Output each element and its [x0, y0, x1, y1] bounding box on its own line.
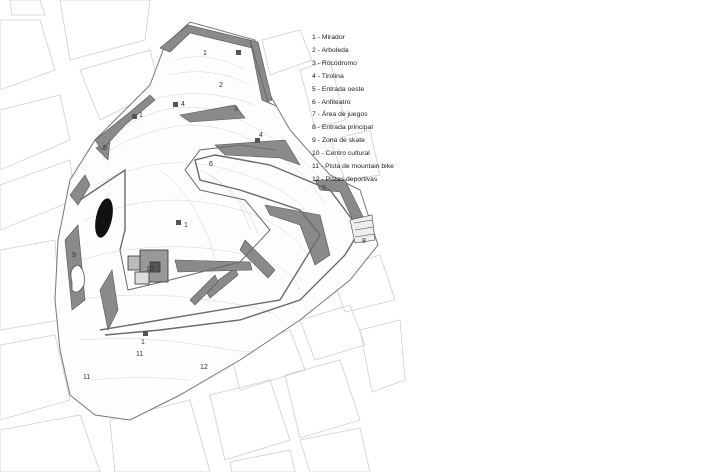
legend-item-number: 8	[312, 124, 316, 132]
label-anfiteatro: 6	[209, 161, 213, 168]
legend-item-number: 4	[312, 72, 316, 80]
main-path	[79, 154, 361, 336]
legend-item-number: 3	[312, 59, 316, 67]
legend-item-label: Arboleda	[321, 46, 349, 54]
label-mirador-top: 1	[203, 50, 207, 57]
legend-item: 8 - Entrada principal	[312, 122, 394, 135]
legend-item-label: Zona de skate	[321, 137, 365, 145]
legend-item-number: 5	[312, 85, 316, 93]
label-tirolina-a: 4	[181, 101, 185, 108]
legend-separator: -	[319, 150, 326, 158]
legend-item: 11 - Pista de mountain bike	[312, 161, 394, 174]
inner-path	[119, 144, 276, 291]
legend-item-label: Mirador	[321, 34, 345, 41]
legend-separator: -	[315, 111, 322, 119]
legend-item: 3 - Rocódromo	[312, 58, 394, 71]
legend-separator: -	[315, 124, 322, 132]
viewpoint-markers	[132, 50, 260, 336]
legend-item: 7 - Área de juegos	[312, 109, 394, 122]
legend-item-label: Pista de mountain bike	[325, 163, 394, 171]
legend-separator: -	[315, 85, 322, 93]
legend-item: 2 - Arboleda	[312, 45, 394, 58]
label-arboleda: 2	[219, 82, 223, 89]
legend-separator: -	[315, 98, 322, 106]
legend-item: 10 - Centro cultural	[312, 148, 394, 161]
legend-separator: -	[315, 34, 322, 41]
legend-item-label: Centro cultural	[325, 150, 370, 158]
label-centro-cultural: 10	[146, 266, 154, 273]
legend-item-label: Rocódromo	[321, 59, 357, 67]
park-site-plan-map: 1 1 1 1 2 3 3 4 4 5 6 8 9 10 11 11 12	[0, 0, 406, 472]
legend-item-label: Pistas deportivas	[325, 175, 378, 183]
label-mountain-bike-a: 11	[136, 351, 143, 358]
legend-item: 9 - Zona de skate	[312, 135, 394, 148]
legend-item: 6 - Anfiteatro	[312, 97, 394, 110]
map-number-labels: 1 1 1 1 2 3 3 4 4 5 6 8 9 10 11 11 12	[72, 50, 366, 381]
label-tirolina-b: 4	[259, 132, 263, 139]
legend-separator: -	[319, 163, 326, 171]
legend-item-number: 7	[312, 111, 316, 119]
label-mirador-left: 1	[139, 112, 143, 119]
park-boundary	[54, 21, 379, 421]
label-zona-skate: 9	[72, 252, 76, 259]
label-mountain-bike-b: 11	[83, 374, 90, 381]
legend-item-number: 2	[312, 46, 316, 54]
legend-item-label: Área de juegos	[321, 111, 368, 119]
skate-area	[70, 264, 85, 293]
legend-item: 5 - Entrada oeste	[312, 84, 394, 97]
label-pistas-deportivas: 12	[200, 364, 208, 371]
label-rocodromo-a: 3	[234, 106, 238, 113]
legend-item-number: 12	[312, 175, 320, 183]
label-mirador-center: 1	[184, 222, 188, 229]
label-entrada-oeste: 5	[103, 145, 107, 152]
legend-item: 1 - Mirador	[312, 32, 394, 45]
label-entrada-principal: 8	[362, 238, 366, 245]
legend-item: 12 - Pistas deportivas	[312, 174, 394, 187]
legend-item-number: 11	[312, 163, 320, 171]
legend-item-label: Anfiteatro	[321, 98, 351, 106]
legend-separator: -	[315, 137, 322, 145]
legend-item-number: 10	[312, 150, 320, 158]
legend-item: 4 - Tirolina	[312, 71, 394, 84]
label-mirador-bottom: 1	[141, 339, 145, 346]
legend-item-label: Entrada oeste	[321, 85, 365, 93]
legend-item-label: Entrada principal	[321, 124, 373, 132]
city-blocks	[0, 0, 406, 472]
label-rocodromo-b: 3	[322, 185, 326, 192]
legend-item-number: 9	[312, 137, 316, 145]
pond	[95, 198, 113, 238]
legend-item-label: Tirolina	[321, 72, 344, 80]
legend-item-number: 1	[312, 34, 316, 41]
cultural-center	[127, 249, 169, 285]
legend-separator: -	[315, 72, 322, 80]
legend-separator: -	[319, 175, 326, 183]
main-entrance	[349, 214, 376, 244]
legend-separator: -	[315, 59, 322, 67]
legend-separator: -	[315, 46, 322, 54]
legend-item-number: 6	[312, 98, 316, 106]
